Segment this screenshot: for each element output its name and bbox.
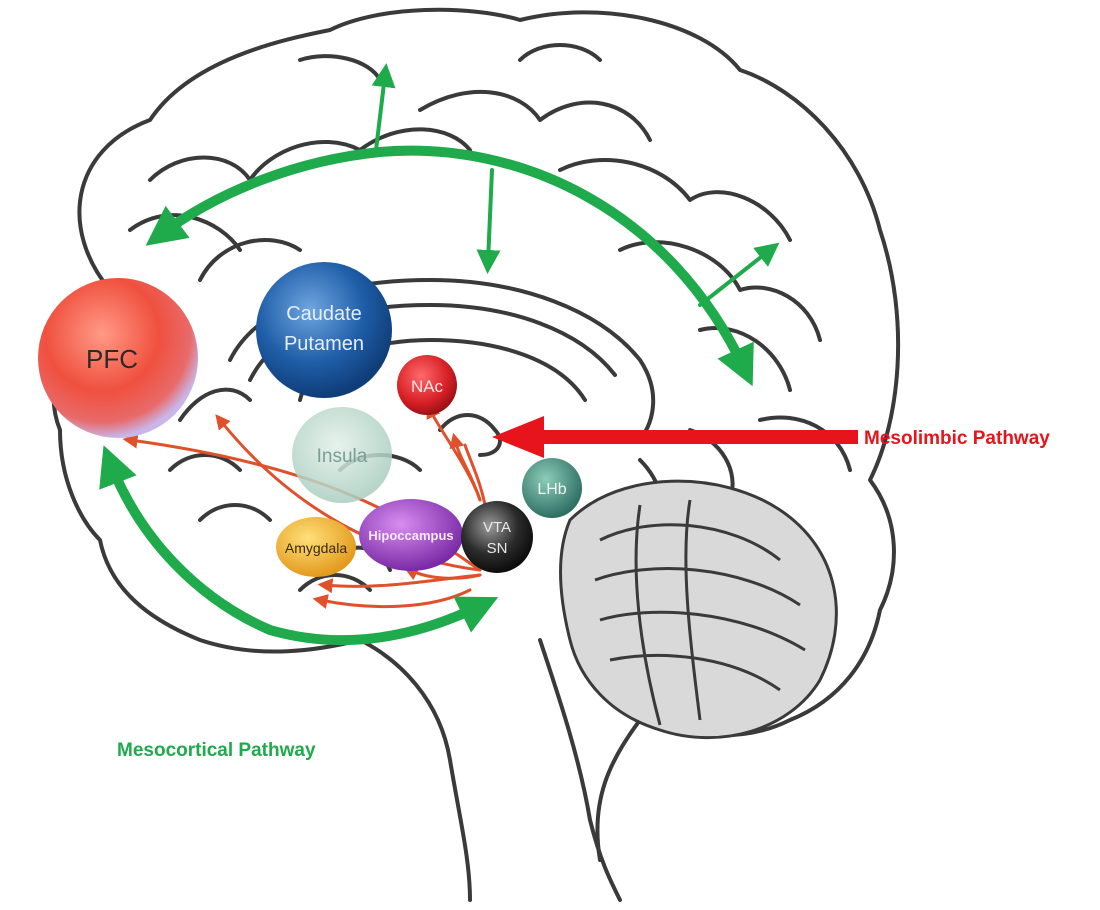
node-caudate-putamen: Caudate Putamen bbox=[256, 262, 392, 398]
vta-label-line1: VTA bbox=[483, 519, 511, 536]
caudate-label-line1: Caudate bbox=[286, 303, 362, 325]
amygdala-label: Amygdala bbox=[285, 540, 347, 556]
mesocortical-pathway-label: Mesocortical Pathway bbox=[117, 740, 316, 762]
insula-label: Insula bbox=[317, 446, 368, 467]
mesocortical-upper-arc-left bbox=[160, 152, 380, 235]
vta-label-line2: SN bbox=[487, 540, 508, 557]
mesolimbic-pathway-label: Mesolimbic Pathway bbox=[864, 428, 1050, 450]
node-lhb: LHb bbox=[522, 458, 582, 518]
node-hippocampus: Hipoccampus bbox=[359, 499, 463, 571]
mesocortical-lower-arc-right bbox=[270, 605, 482, 640]
hippocampus-label: Hipoccampus bbox=[368, 528, 453, 543]
mesocortical-upper-arc-right bbox=[380, 151, 745, 370]
cerebellum bbox=[561, 481, 837, 738]
node-vta-sn: VTA SN bbox=[461, 501, 533, 573]
node-pfc: PFC bbox=[38, 278, 198, 438]
caudate-label-line2: Putamen bbox=[284, 333, 364, 355]
mesocortical-branch-down bbox=[488, 170, 492, 262]
brain-outline bbox=[54, 10, 898, 900]
lhb-label: LHb bbox=[537, 481, 566, 498]
node-amygdala: Amygdala bbox=[276, 517, 356, 577]
node-nac: NAc bbox=[397, 355, 457, 415]
node-insula: Insula bbox=[292, 407, 392, 503]
pfc-label: PFC bbox=[86, 344, 138, 374]
mesocortical-lower-arc-left bbox=[110, 462, 270, 630]
nac-label: NAc bbox=[411, 377, 444, 396]
